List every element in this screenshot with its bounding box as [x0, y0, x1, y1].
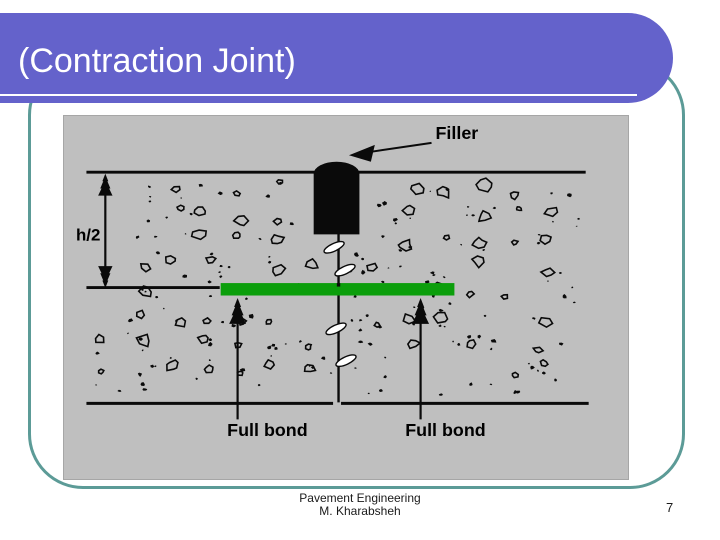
full-bond-right-arrowhead: [412, 297, 430, 324]
slide-footer: Pavement Engineering M. Kharabsheh: [0, 492, 720, 518]
full-bond-right: Full bond: [405, 297, 486, 440]
depth-arrow-down: [98, 266, 113, 289]
footer-line2: M. Kharabsheh: [319, 504, 401, 518]
full-bond-left-label: Full bond: [227, 420, 307, 440]
filler-label: Filler: [436, 123, 479, 143]
dowel-bar-crack-notch: [336, 283, 341, 287]
full-bond-left-arrowhead: [229, 297, 247, 324]
dowel-bar: [220, 283, 455, 296]
footer-line1: Pavement Engineering: [299, 491, 421, 505]
contraction-joint-diagram: Filler h/2 Full bond Full bond: [76, 123, 589, 440]
depth-dimension: h/2: [76, 173, 113, 289]
page-title: (Contraction Joint): [18, 41, 296, 80]
depth-label: h/2: [76, 225, 100, 244]
filler-callout: Filler: [348, 123, 479, 162]
slide-title-bar: (Contraction Joint): [0, 13, 673, 103]
page-number: 7: [666, 500, 674, 515]
crack-break-symbols: [323, 240, 357, 368]
depth-arrow-up: [98, 173, 113, 196]
diagram-panel: Filler h/2 Full bond Full bond: [63, 115, 629, 480]
filler-arrowhead: [348, 144, 375, 162]
full-bond-right-label: Full bond: [405, 420, 485, 440]
aggregate-texture: [94, 177, 580, 396]
full-bond-left: Full bond: [227, 297, 308, 440]
title-underline: [0, 93, 637, 96]
filler-shape: [313, 161, 360, 235]
